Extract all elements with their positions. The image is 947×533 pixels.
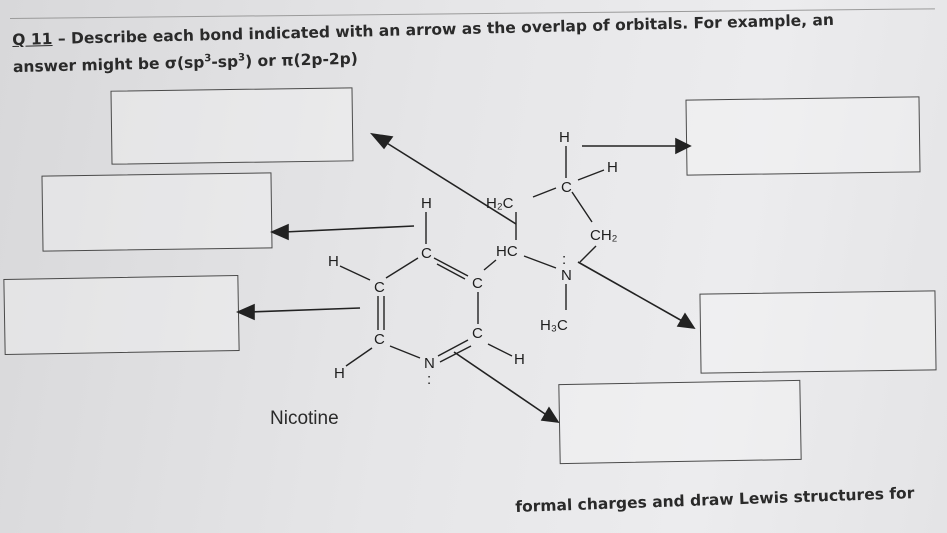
atom-c-lower-left: C <box>374 331 385 348</box>
atom-h2c: H₂C <box>486 195 514 212</box>
arrows <box>236 132 696 424</box>
atom-hc: HC <box>496 243 518 260</box>
atom-c-lower-right: C <box>472 325 483 342</box>
atom-h-top: H <box>559 129 570 146</box>
atom-c-left: C <box>374 279 385 296</box>
atom-h-right: H <box>607 159 618 176</box>
atom-c-pyridine-top: C <box>421 245 432 262</box>
lone-pair-pyrrolidine: : <box>562 251 566 268</box>
atom-h-lower-right: H <box>514 351 525 368</box>
atom-n-pyrrolidine: N <box>561 267 572 284</box>
atom-h3c: H₃C <box>540 317 568 334</box>
molecule-name: Nicotine <box>270 408 339 429</box>
atom-h-pyridine-top: H <box>421 195 432 212</box>
bond-lines <box>339 146 605 367</box>
atom-c-top: C <box>561 179 572 196</box>
atom-n-pyridine: N <box>424 355 435 372</box>
atom-h-left: H <box>328 253 339 270</box>
lone-pair-pyridine: : <box>427 371 431 388</box>
atom-ch2: CH₂ <box>590 227 618 244</box>
atom-labels: H C H H₂C CH₂ HC N : H₃C H C H C C C C N… <box>328 129 618 388</box>
atom-h-lower-left: H <box>334 365 345 382</box>
atom-c-right-ring: C <box>472 275 483 292</box>
